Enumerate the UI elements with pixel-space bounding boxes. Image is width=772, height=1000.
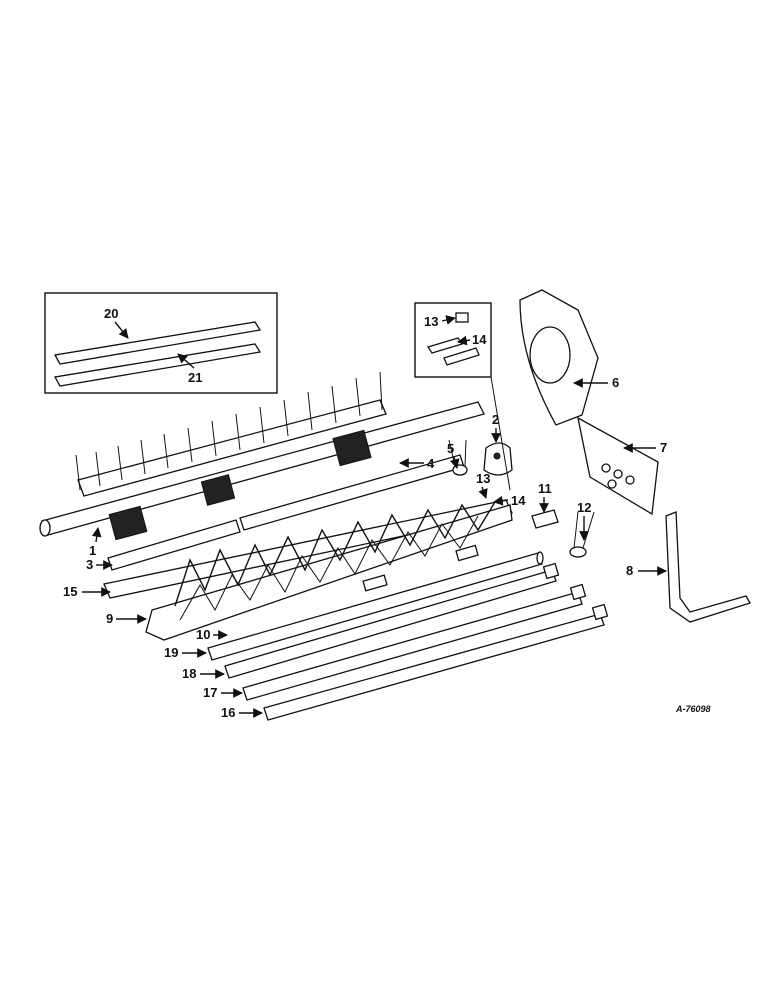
bar-part-20 (53, 321, 262, 365)
callout-8: 8 (626, 563, 633, 578)
callout-5: 5 (447, 441, 454, 456)
callout-3: 3 (86, 557, 93, 572)
callout-14-upper: 14 (472, 332, 487, 347)
callout-6: 6 (612, 375, 619, 390)
callout-2: 2 (492, 412, 499, 427)
callout-17: 17 (203, 685, 217, 700)
callout-21: 21 (188, 370, 202, 385)
bracket-part-11 (531, 509, 559, 529)
callout-16: 16 (221, 705, 235, 720)
inset-box (44, 292, 278, 394)
callout-13-lower: 13 (476, 471, 490, 486)
callout-13-upper: 13 (424, 314, 438, 329)
rod-part-16 (263, 603, 609, 721)
rod-part-19 (207, 551, 544, 661)
pickup-teeth (174, 501, 496, 621)
side-plate-part-6 (519, 289, 599, 426)
callout-12: 12 (577, 500, 591, 515)
reel-shaft-assembly (39, 371, 485, 541)
callout-10: 10 (196, 627, 210, 642)
callout-9: 9 (106, 611, 113, 626)
callout-14-lower: 14 (511, 493, 526, 508)
callout-20: 20 (104, 306, 118, 321)
reel-fingers (75, 371, 383, 491)
callout-15: 15 (63, 584, 77, 599)
callout-11: 11 (538, 481, 552, 496)
reference-code: A-76098 (675, 704, 711, 714)
callout-18: 18 (182, 666, 196, 681)
rod-part-18 (224, 562, 560, 679)
callout-4: 4 (427, 456, 435, 471)
callout-1: 1 (89, 543, 96, 558)
spring-part-12 (569, 511, 595, 558)
bar-part-21 (53, 343, 262, 387)
callout-19: 19 (164, 645, 178, 660)
rod-part-17 (242, 583, 587, 701)
callout-7: 7 (660, 440, 667, 455)
crank-part-8 (665, 511, 751, 623)
bearing-part-2 (483, 442, 513, 476)
callout-labels: 20 21 13 14 6 2 5 4 7 13 11 14 12 1 3 8 (63, 306, 667, 720)
